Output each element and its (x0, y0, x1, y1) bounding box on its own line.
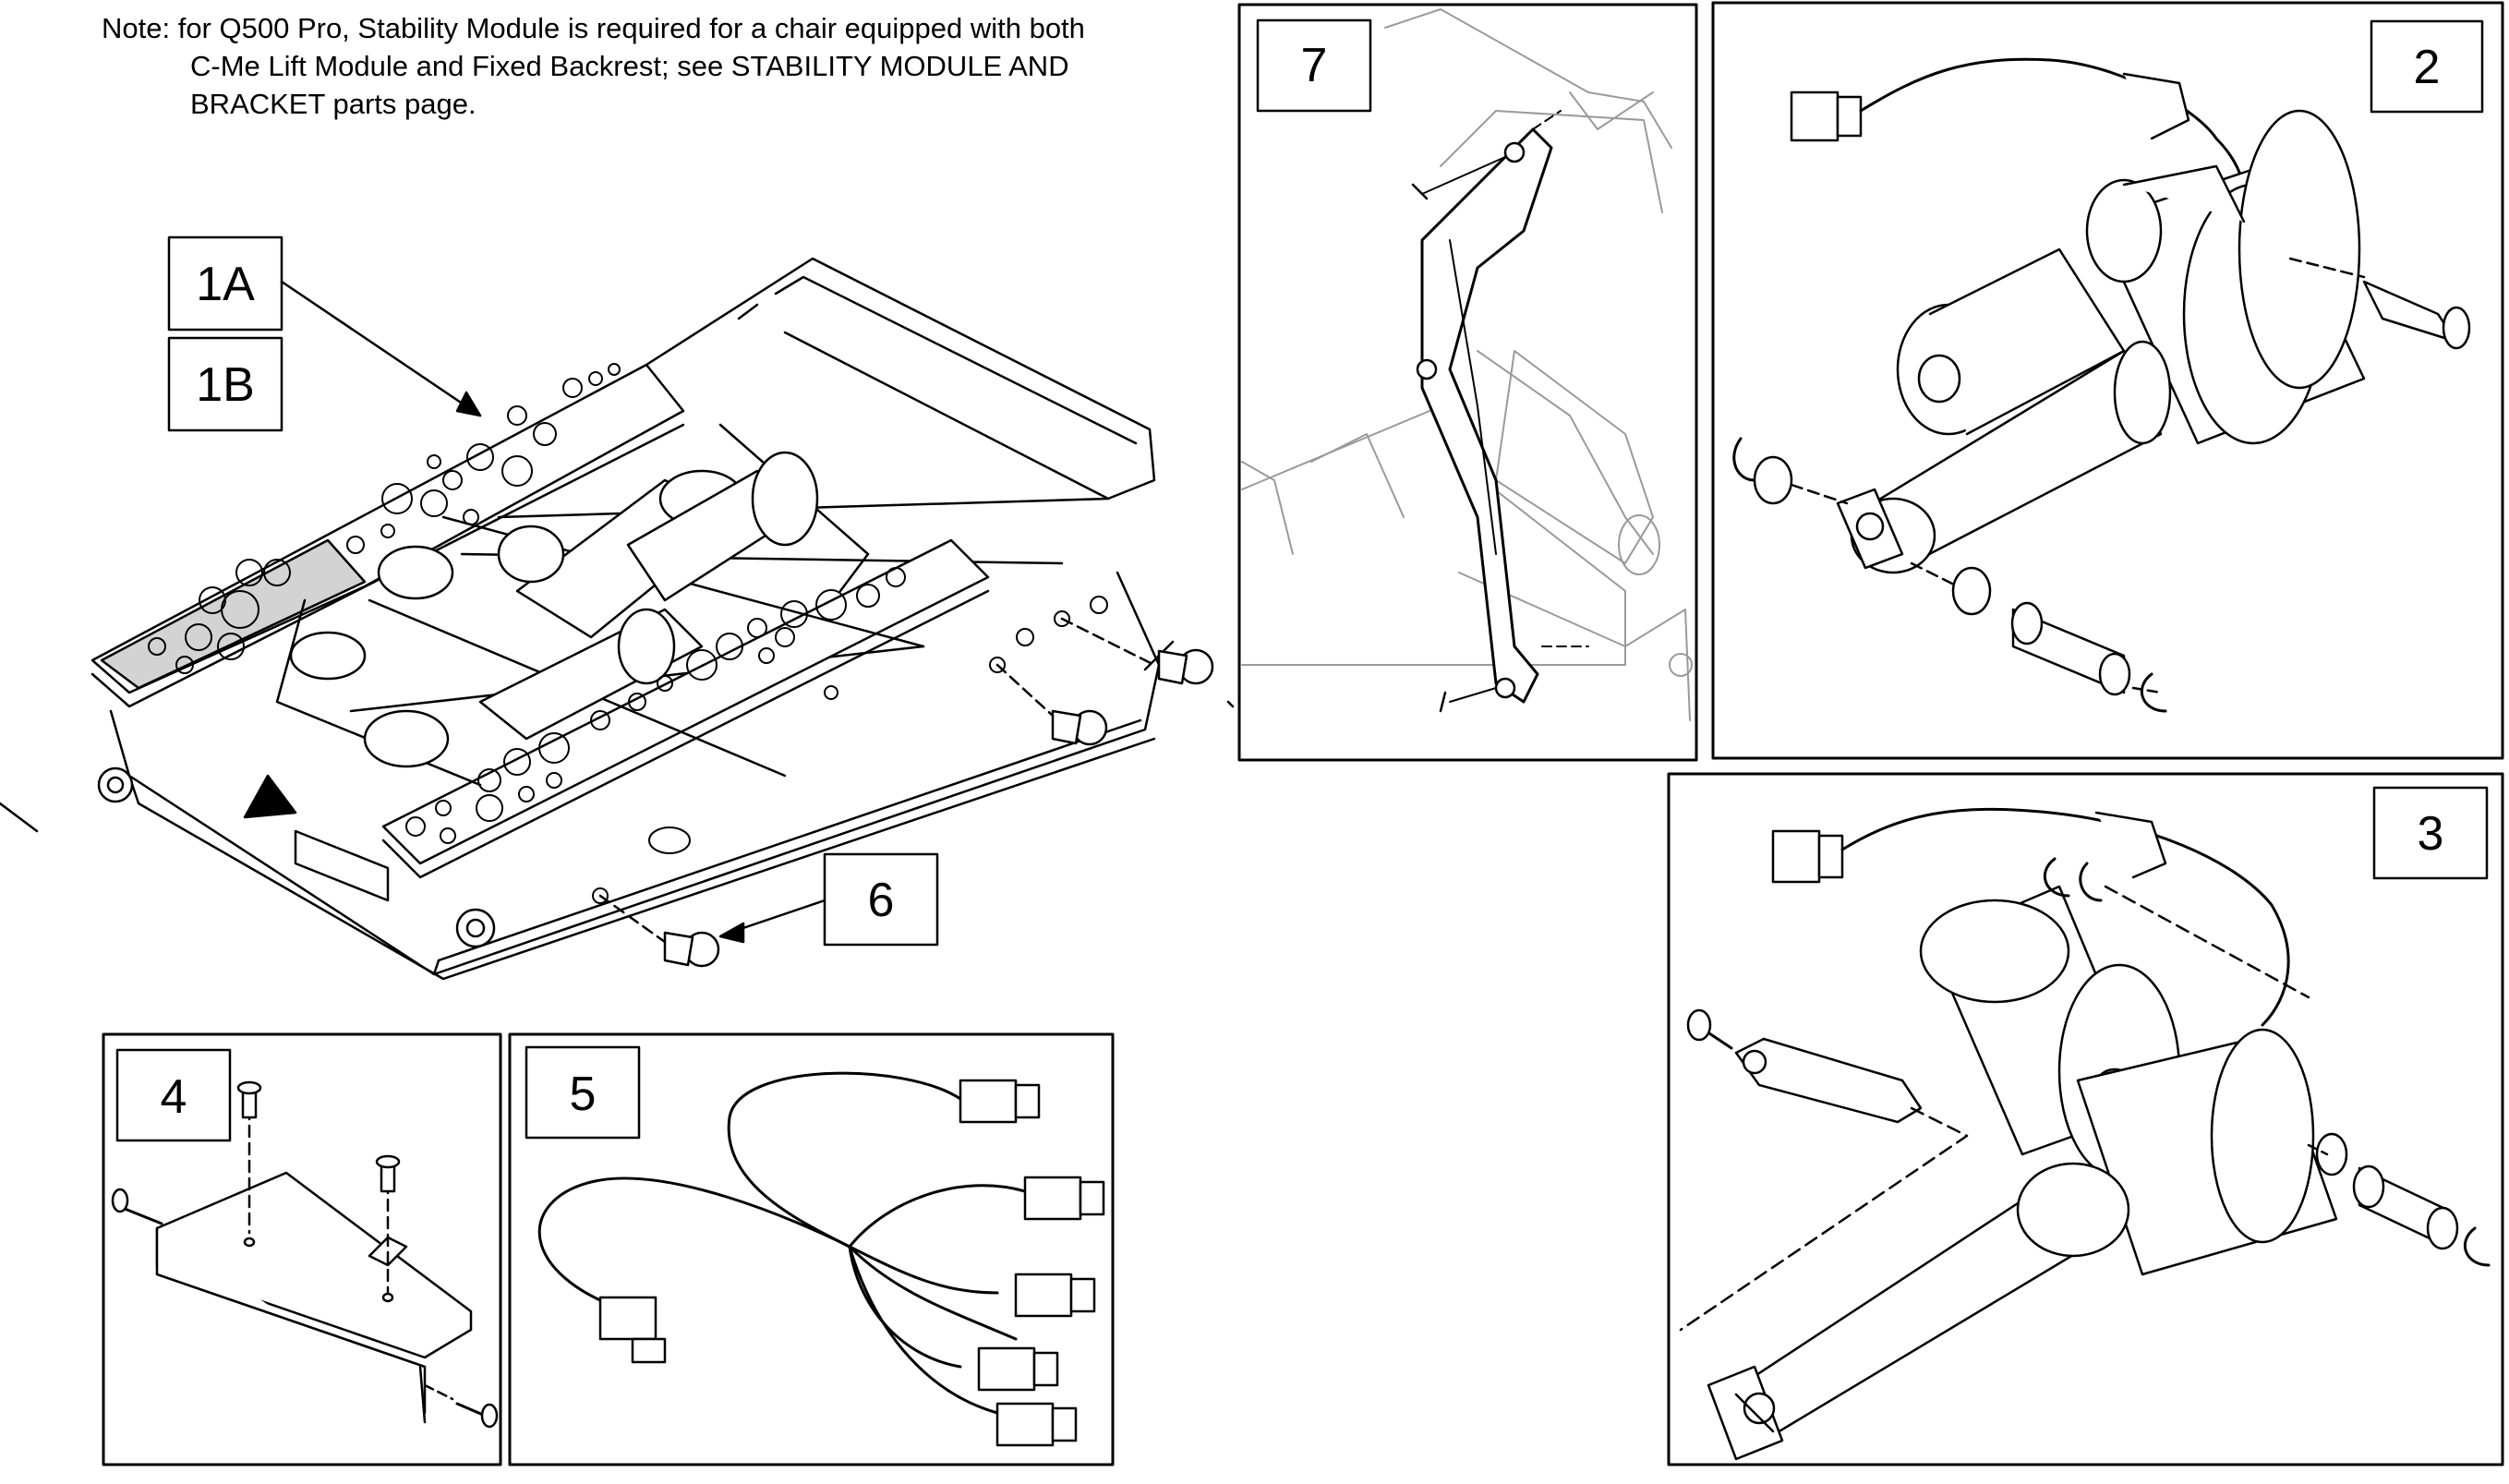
inner-actuator (289, 451, 819, 768)
connector-plug-3 (1771, 829, 1821, 884)
panel-3-actuator (1667, 772, 2504, 1466)
label-plate (100, 538, 367, 690)
harness-connector-5 (995, 1402, 1078, 1447)
washer-3 (2315, 1132, 2348, 1176)
note-line-1: Note: for Q500 Pro, Stability Module is … (102, 12, 1085, 44)
harness-connector-3 (1014, 1273, 1096, 1318)
harness-connector-2 (1023, 1176, 1105, 1221)
e-clip-3a (2043, 857, 2070, 898)
washer-2b (1951, 566, 1992, 616)
harness-connector-1 (959, 1079, 1041, 1124)
e-clip-2a (1732, 437, 1756, 482)
svg-text:1A: 1A (196, 258, 255, 311)
leader-1a (280, 280, 482, 417)
actuator-motor-3 (1707, 885, 2338, 1461)
plate-holes-right (405, 567, 906, 844)
side-rail-holes (592, 596, 1108, 904)
assembly-note: Note: for Q500 Pro, Stability Module is … (102, 9, 1085, 123)
washer-2a (1753, 455, 1793, 505)
warning-triangle-decal (243, 774, 297, 819)
callout-1a: 1A (167, 235, 283, 332)
e-clip-2b (2140, 672, 2167, 713)
callout-1b: 1B (167, 336, 283, 432)
callout-5: 5 (525, 1045, 641, 1140)
svg-text:4: 4 (161, 1070, 187, 1124)
svg-text:2: 2 (2414, 41, 2441, 94)
connector-plug-2 (1790, 90, 1840, 142)
lift-module-assembly (0, 257, 1161, 981)
leader-6 (728, 899, 826, 935)
e-clip-3b (2463, 1226, 2491, 1267)
callout-6: 6 (823, 852, 939, 947)
svg-text:5: 5 (570, 1068, 597, 1121)
plate-holes-left (148, 363, 621, 674)
harness-connector-4 (977, 1346, 1059, 1392)
callout-3: 3 (2372, 786, 2489, 880)
note-line-3: BRACKET parts page. (190, 88, 476, 120)
harness-connector-6 (598, 1296, 667, 1364)
svg-text:7: 7 (1301, 39, 1328, 92)
callout-2: 2 (2370, 19, 2484, 114)
panel-2-actuator (1711, 1, 2504, 760)
panel-7-arm-link (1237, 3, 1698, 762)
actuator-motor-2 (1836, 109, 2366, 574)
harness-cable (537, 1176, 999, 1313)
main-module-screws (598, 617, 1235, 968)
svg-text:1B: 1B (196, 358, 255, 412)
link-arm-3 (1734, 1037, 1923, 1124)
note-line-2: C-Me Lift Module and Fixed Backrest; see… (190, 50, 1069, 82)
svg-text:6: 6 (868, 874, 895, 927)
svg-text:3: 3 (2418, 807, 2444, 861)
callout-4: 4 (115, 1048, 232, 1142)
callout-7: 7 (1256, 18, 1372, 113)
